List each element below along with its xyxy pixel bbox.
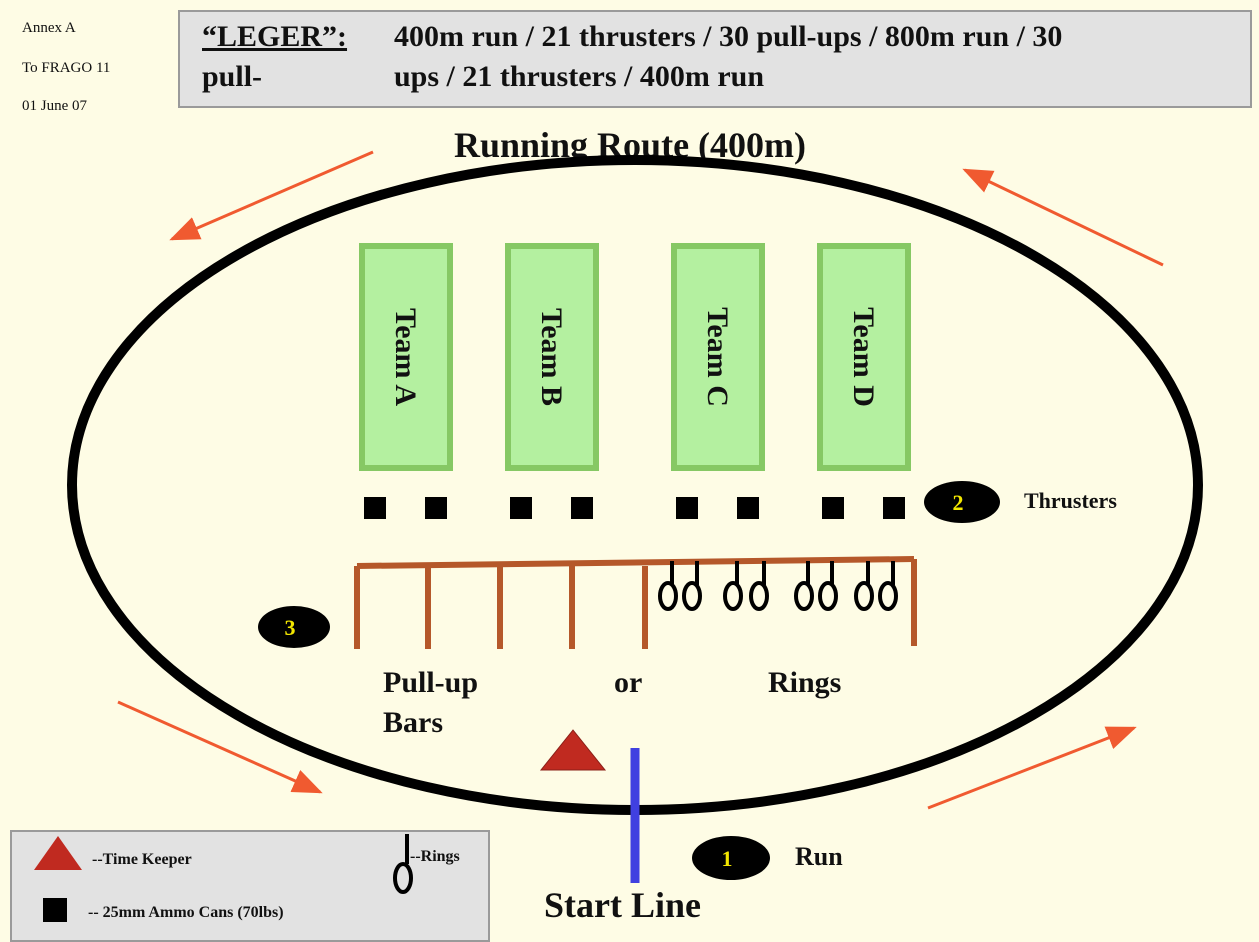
pullup-bars-label-line-2: Bars bbox=[383, 706, 443, 739]
ammo-cans bbox=[364, 497, 905, 519]
run-label: Run bbox=[795, 842, 843, 871]
direction-arrow-bottom-right bbox=[927, 726, 1137, 810]
pullup-bars-label-line-1: Pull-up bbox=[383, 666, 479, 699]
or-label: or bbox=[614, 666, 643, 699]
thrusters-label: Thrusters bbox=[1024, 488, 1117, 513]
time-keeper-icon bbox=[539, 729, 607, 771]
ring-icon bbox=[723, 561, 743, 611]
station-2-badge bbox=[924, 481, 1000, 523]
ring-icon bbox=[749, 561, 769, 611]
team-label: Team A bbox=[389, 308, 422, 406]
team-label: Team B bbox=[535, 308, 568, 406]
annex-line-1: Annex A bbox=[22, 20, 76, 36]
ammo-can-icon bbox=[364, 497, 386, 519]
ring-icon bbox=[854, 561, 874, 611]
workout-name: “LEGER”: bbox=[202, 20, 348, 53]
ammo-can-icon bbox=[883, 497, 905, 519]
station-3-badge bbox=[258, 606, 330, 648]
rings-group bbox=[658, 561, 898, 611]
direction-arrow-top-right bbox=[962, 168, 1164, 267]
station-1-badge bbox=[692, 836, 770, 880]
station-1-number: 1 bbox=[722, 846, 733, 871]
workout-description-line-2-lead: pull- bbox=[202, 60, 263, 93]
ring-icon bbox=[682, 561, 702, 611]
start-line-label: Start Line bbox=[544, 885, 701, 925]
station-2-number: 2 bbox=[953, 490, 964, 515]
annex-line-2: To FRAGO 11 bbox=[22, 60, 111, 76]
team-box-b: Team B bbox=[505, 243, 599, 471]
workout-description-line-2: ups / 21 thrusters / 400m run bbox=[394, 60, 765, 93]
team-box-d: Team D bbox=[817, 243, 911, 471]
annex-line-3: 01 June 07 bbox=[22, 98, 87, 114]
legend-rings-text: --Rings bbox=[410, 848, 460, 865]
legend-ammo-cans-text: -- 25mm Ammo Cans (70lbs) bbox=[88, 904, 284, 921]
ring-icon bbox=[878, 561, 898, 611]
legend-time-keeper-icon bbox=[34, 836, 82, 870]
direction-arrow-top-left bbox=[169, 150, 374, 241]
pullup-rig bbox=[354, 556, 917, 649]
ammo-can-icon bbox=[510, 497, 532, 519]
legend-time-keeper-text: --Time Keeper bbox=[92, 851, 192, 868]
ammo-can-icon bbox=[737, 497, 759, 519]
ammo-can-icon bbox=[822, 497, 844, 519]
workout-description-line-1: 400m run / 21 thrusters / 30 pull-ups / … bbox=[394, 20, 1063, 53]
station-3-number: 3 bbox=[285, 615, 296, 640]
legend-ammo-can-icon bbox=[43, 898, 67, 922]
legend-ring-icon bbox=[393, 834, 413, 894]
team-label: Team D bbox=[847, 307, 880, 407]
team-label: Team C bbox=[701, 307, 734, 407]
ammo-can-icon bbox=[425, 497, 447, 519]
ammo-can-icon bbox=[676, 497, 698, 519]
team-box-c: Team C bbox=[671, 243, 765, 471]
team-box-a: Team A bbox=[359, 243, 453, 471]
ammo-can-icon bbox=[571, 497, 593, 519]
ring-icon bbox=[818, 561, 838, 611]
ring-icon bbox=[658, 561, 678, 611]
direction-arrow-bottom-left bbox=[117, 700, 323, 794]
rings-label: Rings bbox=[768, 666, 842, 699]
ring-icon bbox=[794, 561, 814, 611]
workout-header bbox=[178, 10, 1252, 108]
